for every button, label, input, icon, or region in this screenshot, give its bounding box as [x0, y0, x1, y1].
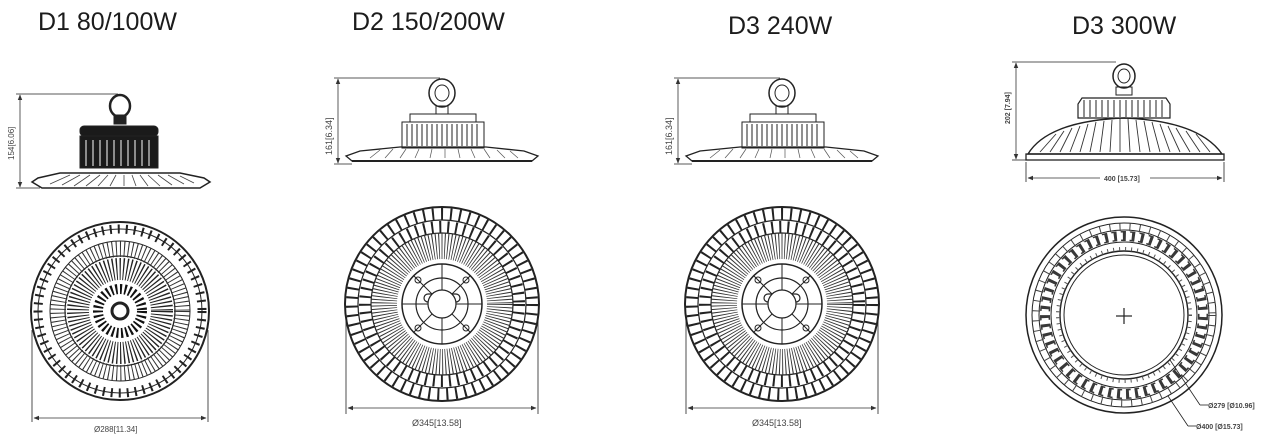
d3-300-outer-diameter-dim: Ø400 [Ø15.73] [1196, 424, 1243, 431]
d2-bottom-view [344, 206, 540, 414]
d1-bottom-view [30, 221, 210, 422]
d3-300-height-dim: 202 [7.94] [1005, 92, 1012, 124]
d3-240-diameter-dim: Ø345[13.58] [752, 418, 802, 428]
d2-side-view [334, 77, 540, 165]
d3-300-width-dim: 400 [15.73] [1104, 176, 1140, 183]
title-d3-240: D3 240W [728, 12, 833, 40]
d3-300-side-view [1012, 61, 1225, 182]
d1-height-dim: 154[6.06] [7, 127, 16, 160]
d3-240-bottom-view [684, 206, 880, 414]
d1-diameter-dim: Ø288[11.34] [94, 425, 137, 434]
d2-diameter-dim: Ø345[13.58] [412, 418, 462, 428]
d2-height-dim: 161[6.34] [324, 117, 334, 155]
d1-side-view [16, 93, 212, 189]
title-d2: D2 150/200W [352, 8, 505, 36]
title-d3-300: D3 300W [1072, 12, 1177, 40]
d3-240-height-dim: 161[6.34] [664, 117, 674, 155]
d3-300-inner-diameter-dim: Ø279 [Ø10.96] [1208, 403, 1255, 410]
d3-300-bottom-view [1025, 216, 1223, 427]
d3-240-side-view [674, 77, 880, 165]
title-d1: D1 80/100W [38, 8, 177, 36]
